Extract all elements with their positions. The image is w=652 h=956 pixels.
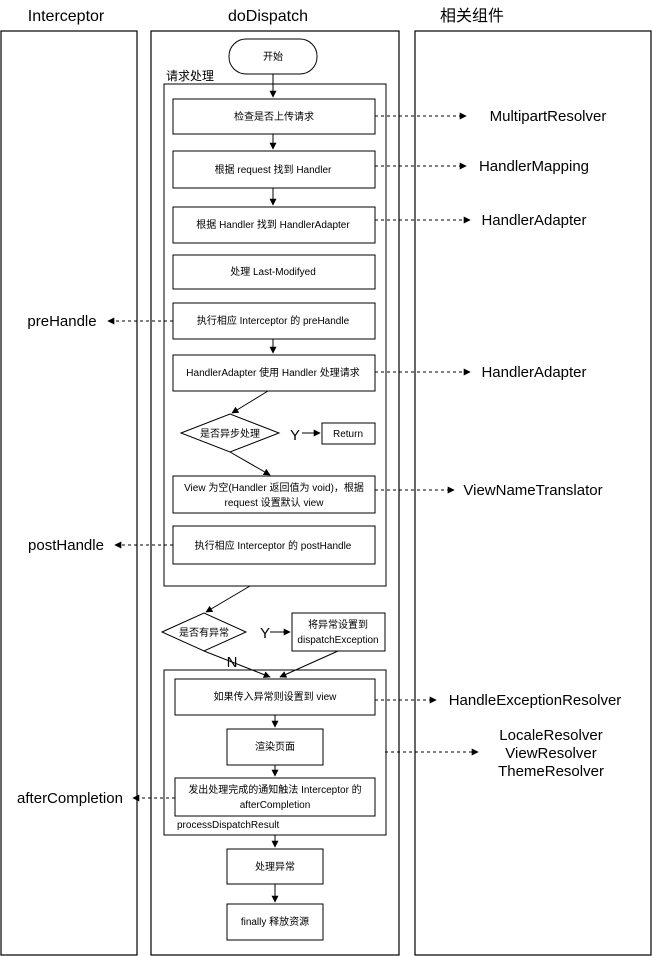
default-view-label-1: View 为空(Handler 返回值为 void)，根据 bbox=[184, 481, 364, 494]
handle-exception-node bbox=[226, 848, 324, 885]
components-lane-title: 相关组件 bbox=[440, 7, 504, 25]
interceptor-lane-title: Interceptor bbox=[28, 8, 105, 25]
is-async-label: 是否异步处理 bbox=[200, 428, 260, 440]
interceptor-after-completion-text: afterCompletion bbox=[17, 790, 123, 807]
interceptor-prehandle-text: preHandle bbox=[27, 313, 96, 330]
handle-exception-label: 处理异常 bbox=[255, 860, 295, 873]
post-handle-node bbox=[172, 525, 376, 565]
request-processing-label: 请求处理 bbox=[166, 69, 214, 83]
exception-to-view-node bbox=[174, 678, 376, 716]
has-exception-decision bbox=[160, 612, 248, 652]
finally-label: finally 释放资源 bbox=[241, 915, 309, 928]
render-node bbox=[226, 728, 324, 766]
completion-label-1: 发出处理完成的通知触法 Interceptor 的 bbox=[188, 783, 361, 796]
component-handler-adapter-1-text: HandlerAdapter bbox=[481, 212, 586, 229]
post-handle-label: 执行相应 Interceptor 的 postHandle bbox=[195, 539, 352, 552]
return-label: Return bbox=[333, 429, 363, 440]
process-dispatch-result-label: processDispatchResult bbox=[177, 820, 279, 831]
has-exception-label: 是否有异常 bbox=[179, 626, 229, 639]
arrow-exception-no-to-view bbox=[203, 650, 271, 678]
check-upload-label: 检查是否上传请求 bbox=[234, 110, 314, 123]
completion-node bbox=[174, 777, 376, 817]
find-handler-label: 根据 request 找到 Handler bbox=[215, 163, 332, 176]
arrow-async-no-to-default-view bbox=[229, 451, 271, 476]
dodispatch-lane-title: doDispatch bbox=[228, 8, 308, 25]
arrow-group-to-exception bbox=[205, 585, 251, 613]
arrow-set-exception-to-view bbox=[279, 650, 339, 678]
adapter-handle-label: HandlerAdapter 使用 Handler 处理请求 bbox=[186, 366, 359, 379]
pre-handle-label: 执行相应 Interceptor 的 preHandle bbox=[197, 314, 350, 327]
component-view-resolver-text: ViewResolver bbox=[505, 745, 596, 762]
set-exception-label-1: 将异常设置到 bbox=[308, 618, 368, 631]
component-multipart-text: MultipartResolver bbox=[490, 108, 607, 125]
component-handler-mapping-text: HandlerMapping bbox=[479, 158, 589, 175]
component-exception-resolver-text: HandleExceptionResolver bbox=[449, 692, 622, 709]
find-adapter-node bbox=[172, 206, 376, 244]
exception-yes-label: Y bbox=[260, 625, 270, 642]
default-view-label-2: request 设置默认 view bbox=[225, 496, 325, 509]
check-upload-node bbox=[172, 98, 376, 135]
interceptor-posthandle-text: postHandle bbox=[28, 537, 104, 554]
component-handler-adapter-2-text: HandlerAdapter bbox=[481, 364, 586, 381]
component-view-name-translator-text: ViewNameTranslator bbox=[463, 482, 602, 499]
find-adapter-label: 根据 Handler 找到 HandlerAdapter bbox=[196, 218, 350, 231]
adapter-handle-node bbox=[172, 354, 376, 392]
completion-label-2: afterCompletion bbox=[240, 800, 311, 811]
default-view-node bbox=[172, 475, 376, 514]
interceptor-lane bbox=[0, 30, 138, 956]
find-handler-node bbox=[172, 150, 376, 189]
return-node bbox=[321, 422, 376, 445]
set-exception-node bbox=[291, 612, 386, 652]
start-node-label: 开始 bbox=[263, 50, 283, 63]
last-modified-label: 处理 Last-Modifyed bbox=[230, 266, 316, 278]
last-modified-node bbox=[172, 254, 376, 290]
component-theme-resolver-text: ThemeResolver bbox=[498, 763, 604, 780]
async-yes-label: Y bbox=[290, 427, 300, 444]
finally-node bbox=[226, 903, 324, 941]
arrow-adapter-handle-to-async bbox=[231, 390, 269, 414]
is-async-decision bbox=[179, 413, 281, 453]
exception-to-view-label: 如果传入异常则设置到 view bbox=[214, 690, 338, 703]
set-exception-label-2: dispatchException bbox=[297, 635, 378, 646]
component-locale-resolver-text: LocaleResolver bbox=[499, 727, 602, 744]
render-label: 渲染页面 bbox=[255, 740, 295, 753]
